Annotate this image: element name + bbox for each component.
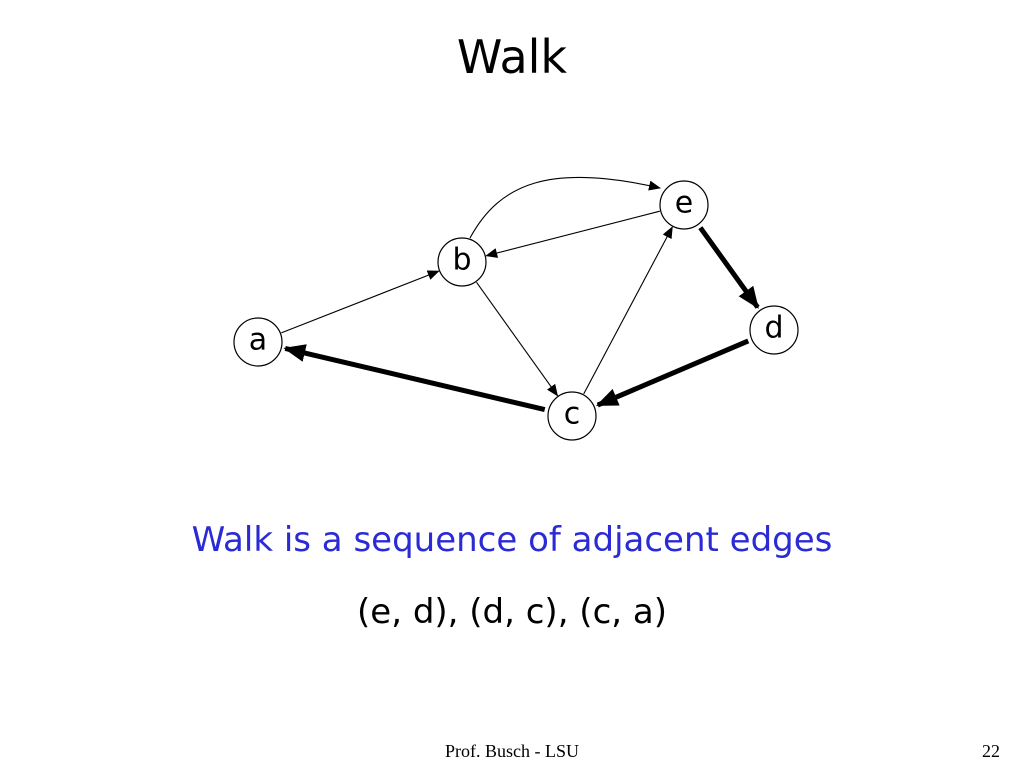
walk-example: (e, d), (d, c), (c, a) (357, 592, 667, 632)
node-a-label: a (249, 323, 267, 358)
edge-d-c-walk (595, 338, 750, 408)
node-e: e (659, 180, 709, 230)
walk-definition: Walk is a sequence of adjacent edges (191, 520, 833, 560)
edge-a-b (281, 270, 440, 334)
edge-b-e (469, 176, 661, 239)
node-c-circle (547, 391, 597, 441)
node-c: c (547, 391, 597, 441)
footer-author: Prof. Busch - LSU (445, 741, 579, 761)
node-e-circle (659, 180, 709, 230)
edge-b-c (476, 282, 559, 397)
node-b-label: b (452, 243, 471, 278)
edges-layer (281, 176, 760, 413)
node-a-circle (233, 317, 283, 367)
page-number: 22 (982, 741, 1000, 761)
edge-e-b (485, 210, 660, 258)
edge-e-d-walk (698, 226, 760, 309)
node-e-label: e (675, 186, 693, 221)
node-c-label: c (564, 397, 581, 432)
node-d-label: d (764, 311, 783, 346)
node-b: b (437, 237, 487, 287)
node-b-circle (437, 237, 487, 287)
slide-title: Walk (456, 30, 568, 84)
nodes-layer: a b c d e (233, 180, 799, 441)
edge-c-e (583, 226, 673, 395)
node-d-circle (749, 305, 799, 355)
node-a: a (233, 317, 283, 367)
node-d: d (749, 305, 799, 355)
edge-c-a-walk (283, 344, 546, 413)
